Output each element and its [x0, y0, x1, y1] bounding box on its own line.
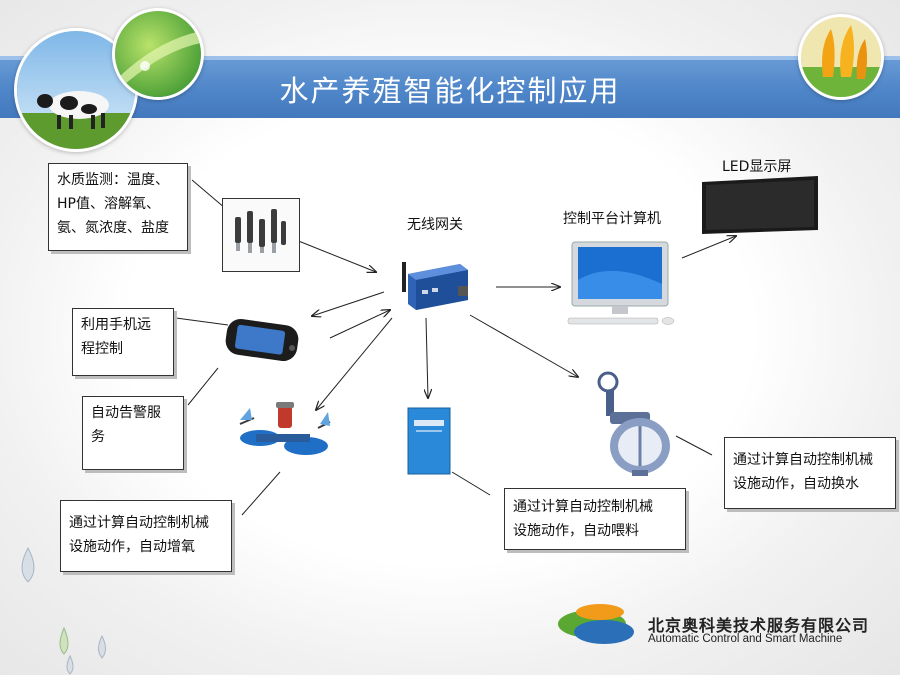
led-screen-image [702, 176, 818, 234]
alarm-box: 自动告警服 务 [82, 396, 184, 470]
computer-label: 控制平台计算机 [563, 211, 661, 227]
smartphone-image [222, 316, 306, 366]
led-label: LED显示屏 [722, 159, 792, 175]
computer-image [562, 240, 680, 332]
water-change-box: 通过计算自动控制机械 设施动作，自动换水 [724, 437, 896, 509]
aerator-image [230, 388, 336, 470]
feeder-box: 通过计算自动控制机械 设施动作，自动喂料 [504, 488, 686, 550]
water-quality-box: 水质监测：温度、 HP值、溶解氧、 氨、氮浓度、盐度 [48, 163, 188, 251]
feeder-image [406, 406, 452, 476]
sensor-probes-image [222, 198, 300, 272]
tulip-photo [798, 14, 884, 100]
page-title: 水产养殖智能化控制应用 [279, 74, 621, 108]
aerator-box: 通过计算自动控制机械 设施动作，自动增氧 [60, 500, 232, 572]
company-name-en: Automatic Control and Smart Machine [648, 633, 843, 645]
leaf-drop-photo [112, 8, 204, 100]
butterfly-valve-image [596, 366, 680, 478]
gateway-label: 无线网关 [407, 217, 463, 233]
company-name-cn: 北京奥科美技术服务有限公司 [648, 616, 870, 635]
phone-control-box: 利用手机远 程控制 [72, 308, 174, 376]
wireless-gateway-image [398, 256, 472, 312]
